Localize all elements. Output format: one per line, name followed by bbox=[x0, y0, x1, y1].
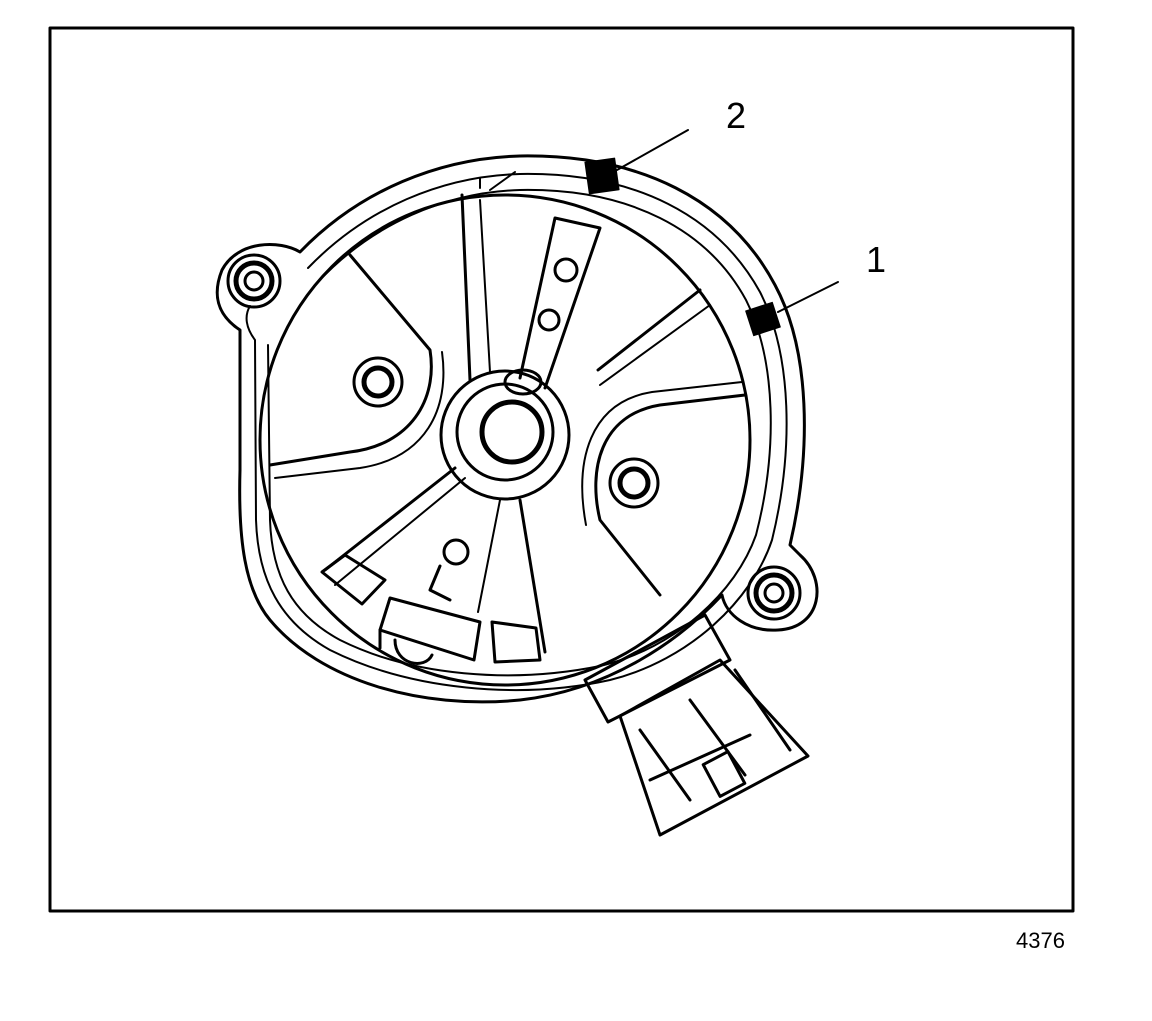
left-lobe bbox=[268, 253, 433, 467]
bottom-pockets bbox=[320, 538, 542, 665]
callout-label-1: 1 bbox=[866, 239, 886, 280]
bolt-boss-left bbox=[352, 356, 404, 408]
figure-number: 4376 bbox=[1016, 928, 1065, 953]
leader-line-1 bbox=[777, 281, 839, 313]
mounting-ear-left bbox=[226, 253, 282, 309]
pointer-mark bbox=[479, 171, 516, 191]
timing-mark-2 bbox=[584, 157, 620, 195]
timing-mark-1 bbox=[745, 301, 781, 337]
connector bbox=[583, 613, 810, 837]
housing-flange bbox=[215, 154, 819, 704]
mounting-ear-right bbox=[746, 565, 802, 621]
callout-label-2: 2 bbox=[726, 95, 746, 136]
rotor-arm bbox=[503, 216, 602, 396]
center-hub bbox=[439, 369, 571, 501]
leader-line-2 bbox=[616, 129, 689, 171]
right-lobe bbox=[594, 393, 747, 597]
inner-face bbox=[258, 193, 752, 687]
figure-frame bbox=[48, 26, 1075, 913]
bolt-boss-right bbox=[608, 457, 660, 509]
